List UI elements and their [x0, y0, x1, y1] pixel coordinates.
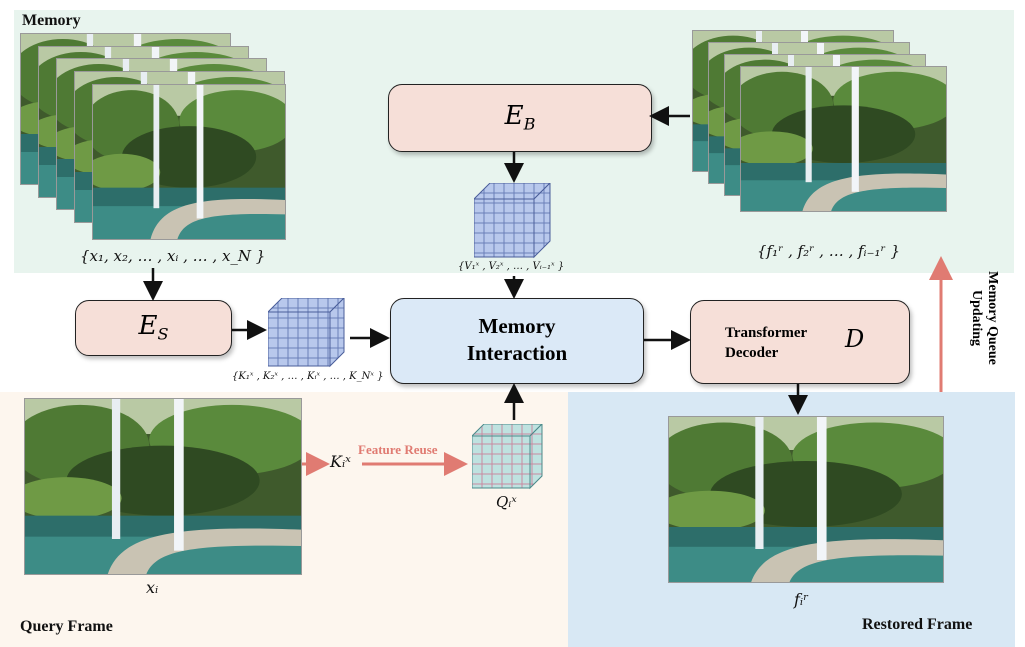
decoder-label-line2: Decoder — [725, 345, 779, 361]
key-i-caption: Kᵢˣ — [330, 452, 351, 471]
query-feature-caption: Qᵢˣ — [496, 493, 517, 511]
value-feature-cube — [474, 183, 551, 259]
key-feature-cube — [268, 298, 345, 368]
feature-reuse-label: Feature Reuse — [358, 442, 438, 457]
restored-frame-image — [668, 416, 944, 583]
memory-interaction-label: Memory Interaction — [391, 313, 643, 367]
value-feature-caption: {V₁ˣ , V₂ˣ , … , Vᵢ₋₁ˣ } — [458, 261, 565, 272]
decoder-symbol: D — [845, 325, 865, 353]
query-frame-label: Query Frame — [20, 618, 113, 635]
restored-set-caption: {f₁ʳ , f₂ʳ , … , fᵢ₋₁ʳ } — [757, 242, 901, 260]
memory-interaction-line2: Interaction — [466, 341, 568, 365]
restored-frame-caption: fᵢʳ — [794, 590, 809, 609]
memory-label: Memory — [22, 12, 81, 29]
query-frame-image — [24, 398, 302, 575]
restored-frame-label: Restored Frame — [862, 616, 973, 633]
encoder-b-symbol: EB — [504, 101, 536, 134]
query-feature-cube — [472, 424, 543, 490]
decoder-label-line1: Transformer — [725, 325, 808, 341]
memory-set-caption: {x₁, x₂, … , xᵢ , … , x_N } — [80, 247, 266, 265]
decoder-label: Transformer Decoder — [725, 323, 807, 363]
memory-frame-5 — [92, 84, 286, 240]
encoder-s-symbol: ES — [138, 311, 169, 344]
encoder-b-box: EB — [388, 84, 652, 152]
memory-interaction-line1: Memory — [478, 314, 556, 338]
key-feature-caption: {K₁ˣ , K₂ˣ , … , Kᵢˣ , … , K_Nˣ } — [232, 371, 384, 382]
memory-interaction-box: Memory Interaction — [390, 298, 644, 384]
transformer-decoder-box: Transformer Decoder D — [690, 300, 910, 384]
query-frame-caption: xᵢ — [146, 578, 159, 597]
restored-memory-frame-4 — [740, 66, 947, 212]
